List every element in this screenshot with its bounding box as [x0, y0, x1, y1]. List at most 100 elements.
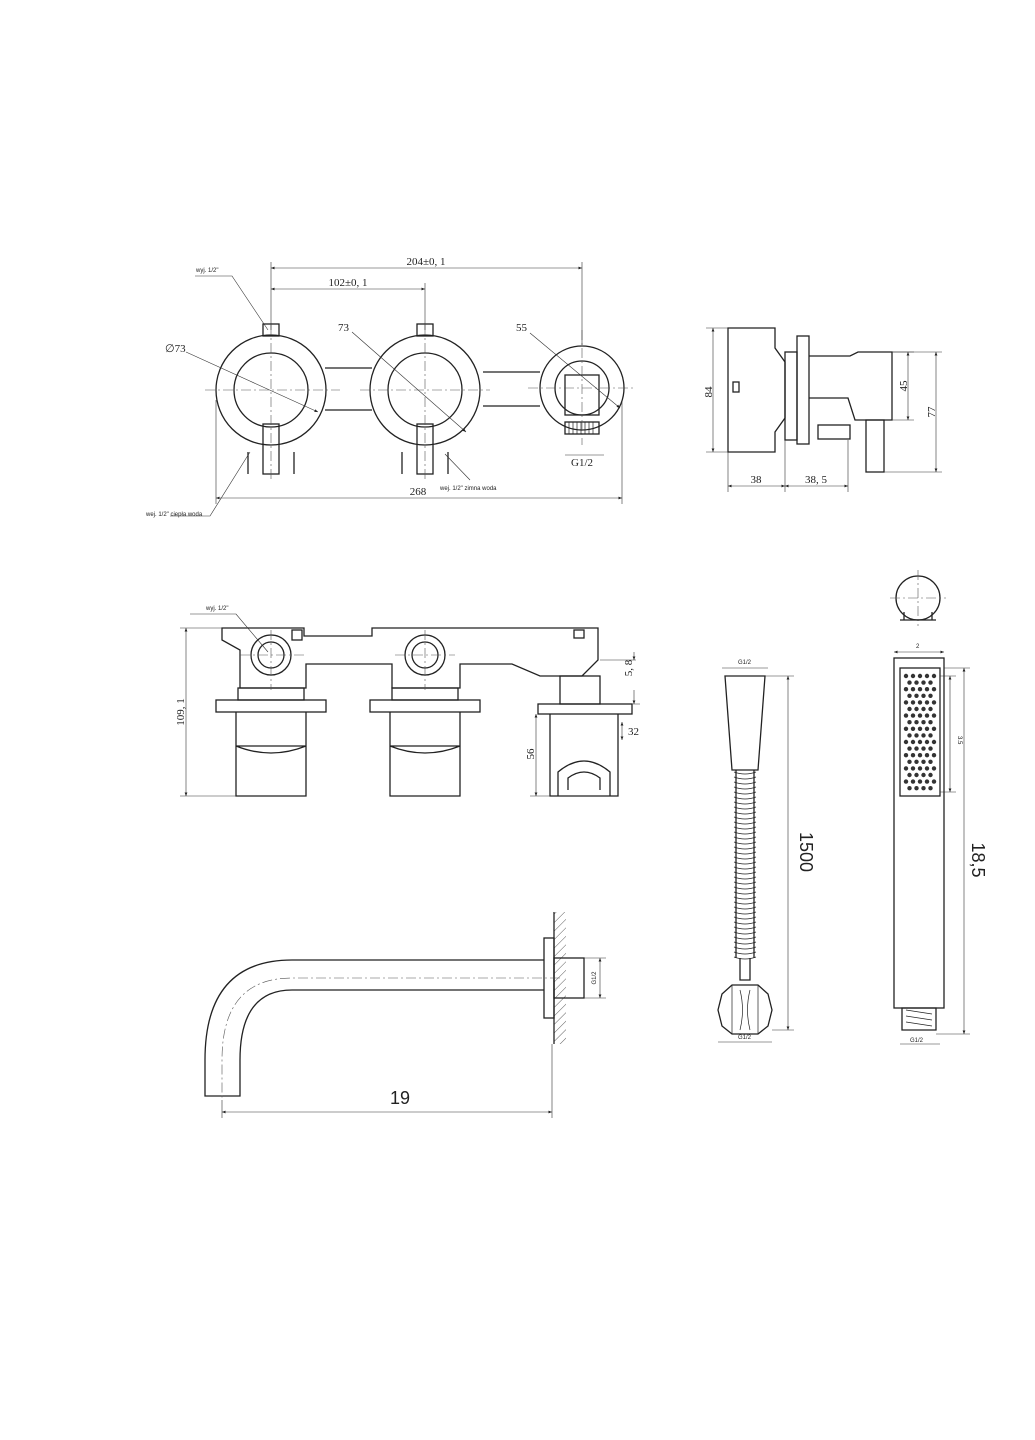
spray-nozzle [921, 693, 926, 698]
spray-nozzle [917, 713, 923, 718]
spray-nozzle [931, 700, 937, 705]
spray-nozzle [917, 687, 923, 692]
spray-nozzle [924, 753, 930, 758]
spray-nozzle [917, 753, 923, 758]
hose-coil [733, 836, 757, 840]
side-view: 84 38 38, 5 45 77 [703, 327, 942, 492]
side-holder [809, 351, 893, 421]
dim-shower-width: 2 [916, 644, 920, 650]
dim-holder-height: 45 [898, 380, 910, 392]
hose-coil [733, 901, 757, 905]
spray-nozzle [907, 720, 912, 725]
dim-rosette-diameter: ∅73 [165, 343, 186, 355]
spray-nozzle [910, 713, 916, 718]
spray-nozzle [910, 779, 916, 784]
spray-nozzle [907, 733, 912, 738]
dim-top-height: 109, 1 [175, 698, 187, 726]
hose-coil [733, 956, 757, 960]
spray-nozzle [924, 739, 930, 745]
spray-nozzle [914, 733, 919, 738]
spray-nozzle [910, 673, 916, 679]
spray-nozzle [921, 746, 926, 751]
front-body [325, 367, 540, 411]
spray-nozzle [910, 700, 916, 705]
spray-nozzle [928, 786, 933, 791]
spout-pipe [204, 959, 544, 1097]
spray-nozzle [917, 700, 923, 705]
spray-nozzle [921, 720, 926, 725]
hose-coil [733, 866, 757, 870]
spray-nozzle [903, 687, 909, 692]
hose-coil [733, 941, 757, 945]
hand-shower-view: 2 3.5 18,5 G1/2 [890, 570, 988, 1045]
spray-nozzle [903, 753, 909, 758]
hose-coil [733, 886, 757, 890]
spray-nozzle [921, 786, 926, 791]
spray-nozzle [931, 713, 937, 718]
spray-nozzle [928, 733, 933, 738]
spray-nozzle [917, 766, 923, 771]
note-outlet: wyj. 1/2" [195, 268, 218, 274]
spray-nozzle [931, 753, 937, 758]
spray-nozzle [903, 713, 909, 718]
hose-coil [733, 831, 757, 835]
hose-coil [733, 871, 757, 875]
spray-nozzle [917, 739, 923, 745]
spray-nozzle [907, 693, 912, 698]
spray-nozzle [907, 759, 912, 764]
spray-nozzle [924, 713, 930, 718]
hose-coil [733, 781, 757, 785]
spray-nozzle [928, 759, 933, 764]
hose-coil [733, 841, 757, 845]
dim-depth-body: 38 [751, 474, 763, 486]
spray-nozzle [907, 706, 912, 712]
hose-coil [733, 891, 757, 895]
spray-nozzle [914, 786, 919, 791]
spray-nozzle [914, 706, 919, 712]
spray-nozzle [928, 693, 933, 698]
dim-holder-total: 77 [926, 406, 938, 418]
hose-coil [733, 776, 757, 780]
hose-view: G1/2 G1/2 1500 [717, 660, 816, 1043]
hose-coil [733, 821, 757, 825]
top-view: wyj. 1/2" 109, 1 5, 8 32 56 [175, 606, 640, 797]
spray-nozzle [921, 680, 926, 685]
hose-coil [733, 906, 757, 910]
hose-coil [733, 936, 757, 940]
spray-nozzle [928, 746, 933, 751]
spray-nozzle [903, 779, 909, 784]
spray-nozzle [907, 746, 912, 751]
front-thread-label: G1/2 [571, 457, 593, 469]
spray-nozzle [914, 680, 919, 685]
dim-small-rosette: 55 [516, 322, 528, 334]
hose-coil [733, 826, 757, 830]
note-hot-inlet: wej. 1/2" ciepła woda [145, 512, 203, 518]
hose-coil [733, 876, 757, 880]
spray-nozzle [914, 772, 919, 778]
spray-nozzle [903, 739, 909, 745]
spray-nozzle [914, 746, 919, 751]
hose-coil [733, 846, 757, 850]
spray-nozzle [910, 726, 916, 731]
top-note-outlet: wyj. 1/2" [205, 606, 228, 612]
hose-coil [733, 951, 757, 955]
spray-nozzle [931, 726, 937, 731]
spray-nozzle [907, 772, 912, 778]
dim-depth-handle: 38, 5 [805, 474, 828, 486]
note-cold-inlet: wej. 1/2" zimna woda [439, 486, 497, 492]
spray-nozzle [907, 786, 912, 791]
spray-nozzle [917, 673, 923, 679]
hose-coil [733, 896, 757, 900]
spray-nozzle [924, 766, 930, 771]
spray-nozzle [921, 759, 926, 764]
dim-hose-length: 1500 [796, 832, 816, 872]
spray-nozzle [910, 753, 916, 758]
spray-nozzle [917, 726, 923, 731]
dim-top-plate: 32 [628, 726, 639, 738]
hose-thread-bottom: G1/2 [738, 1035, 752, 1041]
spray-nozzle [928, 720, 933, 725]
hose-coil [733, 881, 757, 885]
spray-nozzle [903, 673, 909, 679]
spray-nozzle [914, 693, 919, 698]
spray-nozzle [903, 700, 909, 705]
